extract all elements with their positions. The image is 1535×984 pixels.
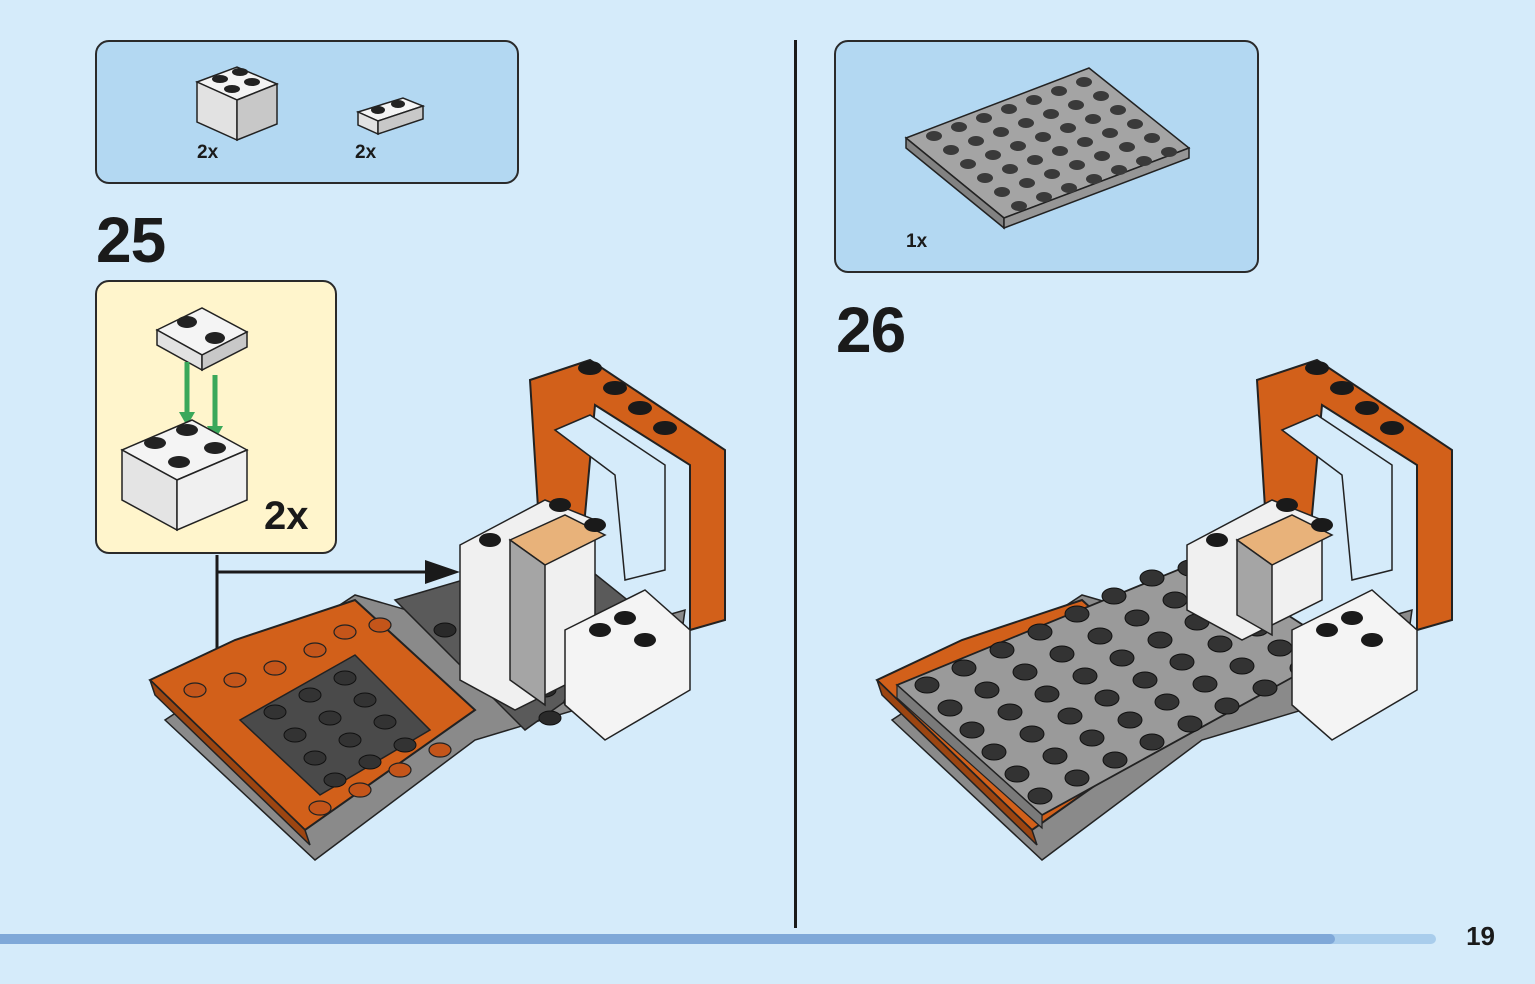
model-step-25: [148, 358, 726, 861]
white-plate-1x2-part-icon: [355, 97, 426, 136]
model-step-26: [875, 358, 1453, 861]
white-brick-2x2-part-icon: [195, 66, 279, 142]
page-progress-bar: [0, 934, 1436, 944]
subassembly-callout: 2x: [95, 280, 337, 554]
subassembly-diagram: [120, 307, 249, 532]
step-number-26: 26: [836, 294, 906, 366]
step-divider: [794, 40, 797, 928]
page-number: 19: [1466, 921, 1495, 951]
gray-plate-6x8-part-icon: [904, 67, 1191, 230]
subassembly-qty: 2x: [264, 494, 309, 538]
part-qty-brick: 2x: [197, 142, 219, 163]
page-progress-fill: [0, 934, 1336, 944]
parts-callout-step-25: 2x 2x: [95, 40, 519, 184]
part-qty-plate-6x8: 1x: [906, 231, 928, 252]
step-number-25: 25: [96, 204, 166, 276]
parts-callout-step-26: 1x: [834, 40, 1259, 273]
part-qty-plate: 2x: [355, 142, 377, 163]
